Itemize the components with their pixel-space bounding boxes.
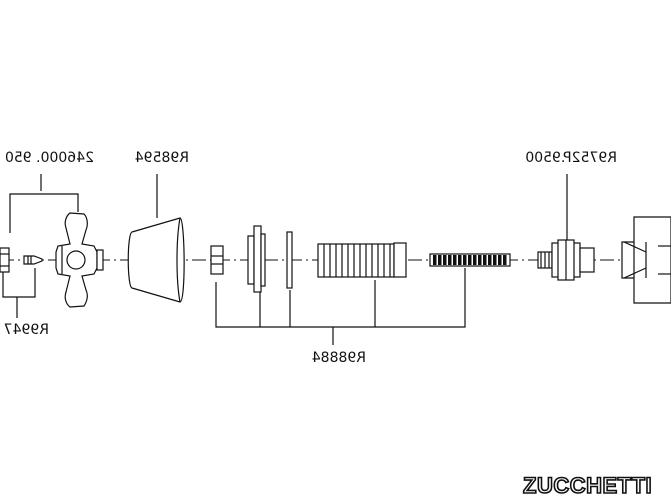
spline-tooth: [458, 255, 462, 265]
spline-tooth: [498, 255, 502, 265]
spline-tooth: [438, 255, 442, 265]
spline-tooth: [503, 255, 507, 265]
spline-tooth: [443, 255, 447, 265]
nut-part: [0, 247, 10, 273]
leader-group-left-bottom: [2, 268, 36, 318]
leader-group-left-top: [9, 174, 79, 233]
leader-kit: [215, 268, 466, 345]
cross-handle-part: [55, 212, 104, 308]
spline-tooth: [468, 255, 472, 265]
spline-tooth: [478, 255, 482, 265]
spline-tooth: [473, 255, 477, 265]
spline-tooth: [493, 255, 497, 265]
rosette-part: [247, 225, 266, 293]
spline-tooth: [463, 255, 467, 265]
cartridge-part: [537, 239, 595, 281]
label-cartridge: R9752P.9500: [525, 150, 617, 166]
extension-sleeve-part: [317, 242, 407, 278]
bell-cap-part: [127, 217, 185, 303]
valve-body-part: [621, 216, 671, 304]
bushing-part: [210, 245, 224, 275]
label-group-left-top: 246000. 950: [5, 150, 94, 166]
spline-tooth: [433, 255, 437, 265]
label-group-left-bottom: R9947: [4, 322, 49, 338]
spindle-extension-part: [429, 253, 511, 267]
label-kit: R98884: [312, 350, 366, 366]
screw-part: [23, 255, 43, 265]
brand-logo: ZUCCHETTI: [522, 472, 653, 499]
label-cap: R98594: [135, 150, 189, 166]
spline-tooth: [448, 255, 452, 265]
spline-tooth: [483, 255, 487, 265]
spline-tooth: [488, 255, 492, 265]
washer-part: [286, 231, 293, 289]
spline-tooth: [453, 255, 457, 265]
